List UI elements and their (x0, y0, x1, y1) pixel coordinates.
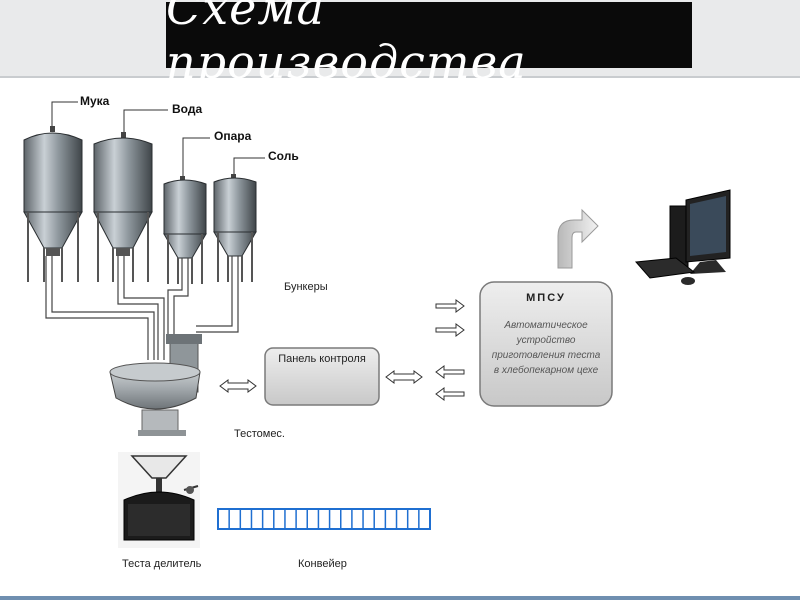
mpsu-box (479, 281, 613, 407)
dough-divider (118, 452, 200, 548)
tank-water (93, 132, 153, 282)
slide-header-divider (0, 76, 800, 78)
arrow-in-2 (435, 323, 465, 337)
arrow-panel-mpsu (385, 370, 423, 384)
arrow-out-2 (435, 387, 465, 401)
label-conveyor: Конвейер (298, 558, 347, 570)
label-divider: Теста делитель (122, 558, 202, 570)
arrow-out-1 (435, 365, 465, 379)
tank-flour (23, 126, 83, 282)
label-mixer: Тестомес. (234, 428, 285, 440)
title-box: Схема производства (166, 0, 692, 89)
control-panel-box (264, 347, 380, 406)
slide-bottom-band (0, 596, 800, 600)
dough-mixer (109, 334, 202, 436)
conveyor-belt (217, 508, 431, 530)
page-title: Схема производства (166, 0, 527, 89)
curved-arrow-icon (557, 208, 599, 269)
control-panel-label: Панель контроля (278, 353, 366, 365)
feed-pipes (45, 256, 239, 360)
arrow-mixer-panel (219, 379, 257, 393)
label-bunkers: Бункеры (284, 281, 328, 293)
label-starter: Опара (214, 129, 252, 143)
tank-salt (213, 174, 257, 282)
tank-label-leaders (51, 101, 265, 176)
label-salt: Соль (268, 149, 299, 163)
label-flour: Мука (80, 94, 110, 108)
mpsu-title: МПСУ (526, 292, 566, 304)
mpsu-description: Автоматическое устройство приготовления … (491, 320, 601, 376)
label-water: Вода (172, 102, 203, 116)
tank-starter (163, 176, 207, 284)
computer-icon (634, 189, 731, 285)
arrow-in-1 (435, 299, 465, 313)
data-flow-arrows (219, 299, 465, 401)
